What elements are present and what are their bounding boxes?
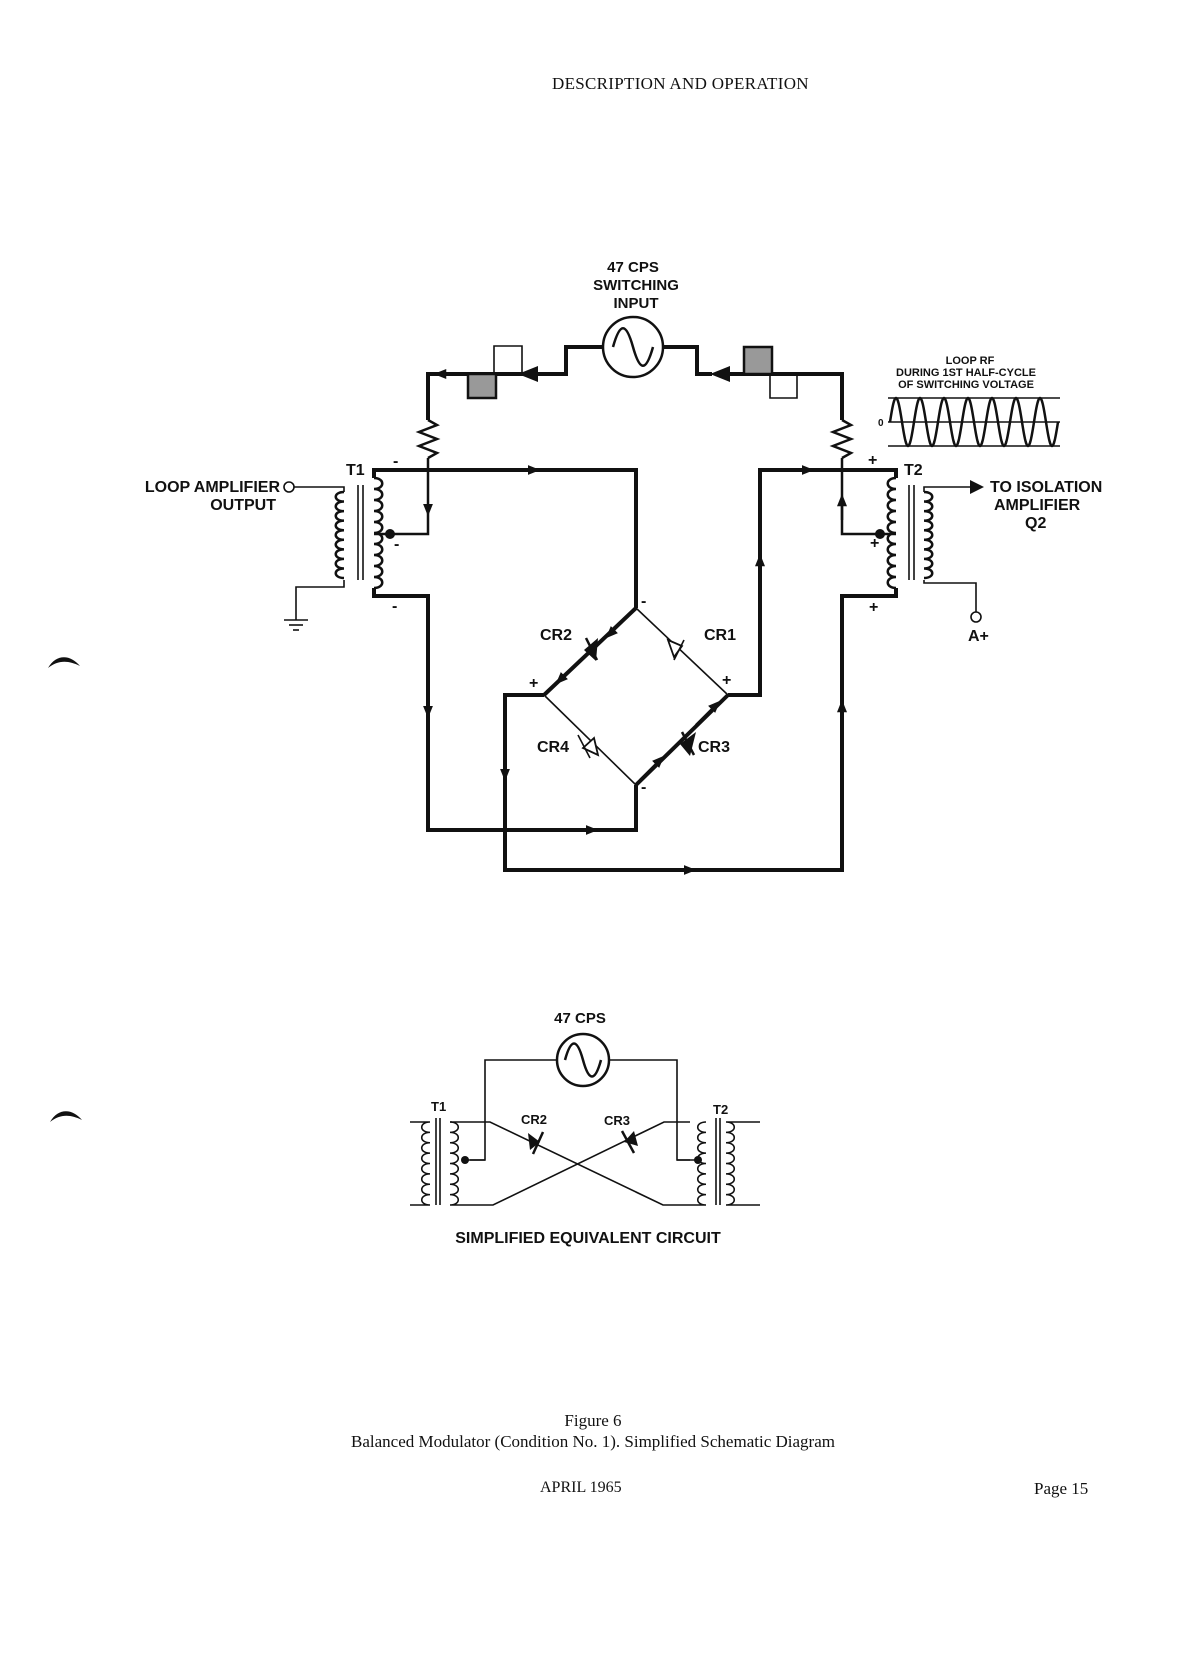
diode-cr4-icon <box>577 734 600 759</box>
supply-label: A+ <box>968 628 989 645</box>
t2-label: T2 <box>904 462 923 479</box>
svg-text:-: - <box>393 453 398 470</box>
equiv-t1-label: T1 <box>431 1099 446 1114</box>
svg-text:LOOP AMPLIFIER: LOOP AMPLIFIER <box>145 479 281 496</box>
svg-text:AMPLIFIER: AMPLIFIER <box>994 497 1081 514</box>
svg-text:CR1: CR1 <box>704 627 736 644</box>
diode-cr3-icon <box>680 731 696 756</box>
relay-contact-right <box>742 345 798 399</box>
svg-text:+: + <box>870 535 879 552</box>
polarity-marks: - - - + + + - + + - <box>392 452 879 796</box>
ac-source-icon <box>601 315 665 379</box>
switching-source-label: 47 CPS SWITCHING INPUT <box>593 259 679 312</box>
top-right-wire <box>760 372 844 420</box>
resistor-right <box>829 418 855 460</box>
svg-text:+: + <box>529 675 538 692</box>
svg-text:+: + <box>722 672 731 689</box>
svg-text:-: - <box>394 536 399 553</box>
page-header: DESCRIPTION AND OPERATION <box>552 74 809 93</box>
svg-text:OUTPUT: OUTPUT <box>210 497 276 514</box>
footer-date: APRIL 1965 <box>540 1479 622 1496</box>
output-to-isolation: TO ISOLATION AMPLIFIER Q2 A+ <box>923 479 1102 645</box>
loop-rf-label: LOOP RF DURING 1ST HALF-CYCLE OF SWITCHI… <box>878 355 1036 429</box>
equiv-ac-source-icon <box>555 1032 611 1088</box>
equiv-diode-cr2-icon <box>528 1131 545 1155</box>
svg-text:CR3: CR3 <box>698 739 730 756</box>
diode-cr1-icon <box>666 638 685 661</box>
equiv-source-label: 47 CPS <box>554 1010 606 1027</box>
figure-title: Balanced Modulator (Condition No. 1). Si… <box>351 1432 835 1451</box>
svg-text:+: + <box>868 452 877 469</box>
diode-labels: CR1 CR2 CR3 CR4 <box>537 627 736 756</box>
svg-text:INPUT: INPUT <box>614 295 659 312</box>
svg-text:47 CPS: 47 CPS <box>607 259 659 276</box>
relay-contact-left <box>433 345 523 400</box>
equiv-cr2-label: CR2 <box>521 1112 547 1127</box>
svg-text:0: 0 <box>878 418 884 429</box>
diode-cr2-icon <box>584 637 599 661</box>
current-flow-arrows <box>423 465 847 875</box>
loop-amplifier-input: LOOP AMPLIFIER OUTPUT <box>145 479 345 620</box>
resistor-left <box>415 418 441 460</box>
figure-number: Figure 6 <box>564 1411 622 1430</box>
svg-text:SWITCHING: SWITCHING <box>593 277 679 294</box>
equiv-cr3-label: CR3 <box>604 1113 630 1128</box>
svg-text:LOOP RF: LOOP RF <box>946 355 995 367</box>
svg-text:+: + <box>869 599 878 616</box>
equiv-title: SIMPLIFIED EQUIVALENT CIRCUIT <box>455 1230 721 1247</box>
equiv-t2-label: T2 <box>713 1102 728 1117</box>
equiv-transformer-t2 <box>677 1118 760 1206</box>
svg-text:OF SWITCHING VOLTAGE: OF SWITCHING VOLTAGE <box>898 379 1034 391</box>
margin-marks <box>48 657 82 1122</box>
svg-text:DURING 1ST HALF-CYCLE: DURING 1ST HALF-CYCLE <box>896 367 1036 379</box>
equiv-transformer-t1 <box>410 1118 485 1206</box>
figure-caption: Figure 6 Balanced Modulator (Condition N… <box>0 1410 1186 1452</box>
equiv-diode-cr3-icon <box>620 1130 638 1154</box>
svg-text:TO ISOLATION: TO ISOLATION <box>990 479 1102 496</box>
loop-rf-waveform <box>888 396 1060 448</box>
svg-text:CR2: CR2 <box>540 627 572 644</box>
svg-text:-: - <box>392 598 397 615</box>
svg-text:Q2: Q2 <box>1025 515 1046 532</box>
svg-text:-: - <box>641 779 646 796</box>
svg-text:-: - <box>641 593 646 610</box>
ground-icon <box>284 619 308 631</box>
page-number: Page 15 <box>1034 1479 1089 1498</box>
svg-text:CR4: CR4 <box>537 739 569 756</box>
t1-label: T1 <box>346 462 365 479</box>
